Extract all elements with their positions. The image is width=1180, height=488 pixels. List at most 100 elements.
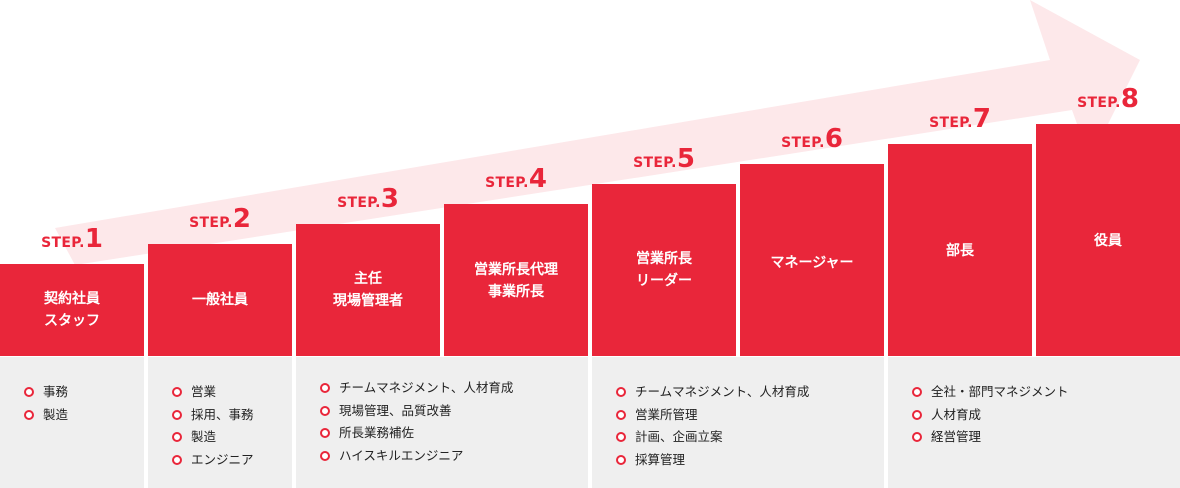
role-line: 営業所長代理 xyxy=(474,262,558,278)
duty-text: 採用、事務 xyxy=(191,406,254,422)
bullet-icon xyxy=(912,387,922,398)
step-box-5: 営業所長リーダー xyxy=(592,184,736,356)
bullet-icon xyxy=(172,432,182,443)
role-line: 役員 xyxy=(1094,233,1122,249)
step-word: STEP. xyxy=(633,155,677,171)
role-line: 営業所長 xyxy=(636,251,692,267)
role-line: 部長 xyxy=(946,243,974,259)
bullet-icon xyxy=(172,454,182,465)
progression-arrow-shape xyxy=(55,0,1140,265)
bullet-icon xyxy=(616,409,626,420)
step-number: 4 xyxy=(528,164,547,194)
duty-text: 営業所管理 xyxy=(635,406,698,422)
duty-text: 営業 xyxy=(191,384,217,399)
duty-panel-step-1: 事務 製造 xyxy=(0,357,144,488)
duty-list: チームマネジメント、人材育成 営業所管理 計画、企画立案 採算管理 xyxy=(592,357,884,471)
duty-text: 人材育成 xyxy=(931,406,982,422)
role-title: 一般社員 xyxy=(148,289,292,311)
duty-text: チームマネジメント、人材育成 xyxy=(339,380,514,395)
bullet-icon xyxy=(172,409,182,420)
role-title: 契約社員スタッフ xyxy=(0,288,144,332)
role-line: 現場管理者 xyxy=(333,293,403,309)
step-word: STEP. xyxy=(1077,95,1121,111)
step-word: STEP. xyxy=(485,175,529,191)
duty-item: チームマネジメント、人材育成 xyxy=(616,381,884,404)
step-box-8: 役員 xyxy=(1036,124,1180,356)
duty-item: ハイスキルエンジニア xyxy=(320,445,588,468)
step-label-4: STEP.4 xyxy=(444,164,588,194)
step-label-8: STEP.8 xyxy=(1036,84,1180,114)
bullet-icon xyxy=(616,387,626,398)
duty-text: 所長業務補佐 xyxy=(339,425,415,440)
role-line: 主任 xyxy=(354,271,382,287)
role-title: 主任現場管理者 xyxy=(296,268,440,312)
duty-list: 全社・部門マネジメント 人材育成 経営管理 xyxy=(888,357,1180,449)
duty-item: 全社・部門マネジメント xyxy=(912,381,1180,404)
duty-list: 事務 製造 xyxy=(0,357,144,426)
duty-panel-step-2: 営業 採用、事務 製造 エンジニア xyxy=(148,357,292,488)
duty-item: 営業 xyxy=(172,381,292,404)
step-number: 8 xyxy=(1120,84,1139,114)
duty-item: 営業所管理 xyxy=(616,404,884,427)
duty-item: 計画、企画立案 xyxy=(616,426,884,449)
bullet-icon xyxy=(616,454,626,465)
step-number: 6 xyxy=(824,124,843,154)
duty-text: エンジニア xyxy=(191,451,254,467)
bullet-icon xyxy=(320,383,330,394)
duty-item: 所長業務補佐 xyxy=(320,422,588,445)
step-label-1: STEP.1 xyxy=(0,224,144,254)
step-number: 1 xyxy=(84,224,103,254)
duty-text: 計画、企画立案 xyxy=(635,429,723,444)
duty-item: 経営管理 xyxy=(912,426,1180,449)
step-number: 5 xyxy=(676,144,695,174)
duty-text: 事務 xyxy=(43,384,69,399)
duty-item: 事務 xyxy=(24,381,144,404)
step-label-7: STEP.7 xyxy=(888,104,1032,134)
step-box-7: 部長 xyxy=(888,144,1032,356)
role-line: スタッフ xyxy=(44,313,100,329)
duty-text: 採算管理 xyxy=(635,451,686,467)
role-line: 事業所長 xyxy=(488,284,544,300)
duty-item: エンジニア xyxy=(172,449,292,472)
duty-item: 製造 xyxy=(24,404,144,427)
step-number: 7 xyxy=(972,104,991,134)
duty-text: チームマネジメント、人材育成 xyxy=(635,384,810,399)
role-title: 営業所長代理事業所長 xyxy=(444,259,588,303)
bullet-icon xyxy=(24,387,34,398)
bullet-icon xyxy=(912,432,922,443)
step-label-3: STEP.3 xyxy=(296,184,440,214)
step-word: STEP. xyxy=(41,235,85,251)
role-line: リーダー xyxy=(636,273,692,289)
duty-item: 現場管理、品質改善 xyxy=(320,400,588,423)
step-box-3: 主任現場管理者 xyxy=(296,224,440,356)
role-title: 営業所長リーダー xyxy=(592,248,736,292)
bullet-icon xyxy=(912,409,922,420)
step-box-4: 営業所長代理事業所長 xyxy=(444,204,588,356)
bullet-icon xyxy=(320,428,330,439)
duty-text: 経営管理 xyxy=(931,429,982,444)
role-title: 役員 xyxy=(1036,230,1180,252)
step-label-2: STEP.2 xyxy=(148,204,292,234)
duty-item: 採算管理 xyxy=(616,449,884,472)
step-word: STEP. xyxy=(929,115,973,131)
duty-text: 製造 xyxy=(191,429,217,444)
duty-item: チームマネジメント、人材育成 xyxy=(320,377,588,400)
duty-text: 製造 xyxy=(43,406,69,422)
duty-panel-steps-3-4: チームマネジメント、人材育成 現場管理、品質改善 所長業務補佐 ハイスキルエンジ… xyxy=(296,357,588,488)
bullet-icon xyxy=(616,432,626,443)
role-title: 部長 xyxy=(888,240,1032,262)
step-box-6: マネージャー xyxy=(740,164,884,356)
duty-text: ハイスキルエンジニア xyxy=(339,447,464,463)
step-box-1: 契約社員スタッフ xyxy=(0,264,144,356)
duty-text: 現場管理、品質改善 xyxy=(339,402,452,418)
duty-item: 採用、事務 xyxy=(172,404,292,427)
duty-item: 製造 xyxy=(172,426,292,449)
step-label-5: STEP.5 xyxy=(592,144,736,174)
bullet-icon xyxy=(172,387,182,398)
duty-list: 営業 採用、事務 製造 エンジニア xyxy=(148,357,292,471)
role-title: マネージャー xyxy=(740,252,884,274)
step-box-2: 一般社員 xyxy=(148,244,292,356)
duty-text: 全社・部門マネジメント xyxy=(931,384,1069,399)
step-word: STEP. xyxy=(189,215,233,231)
